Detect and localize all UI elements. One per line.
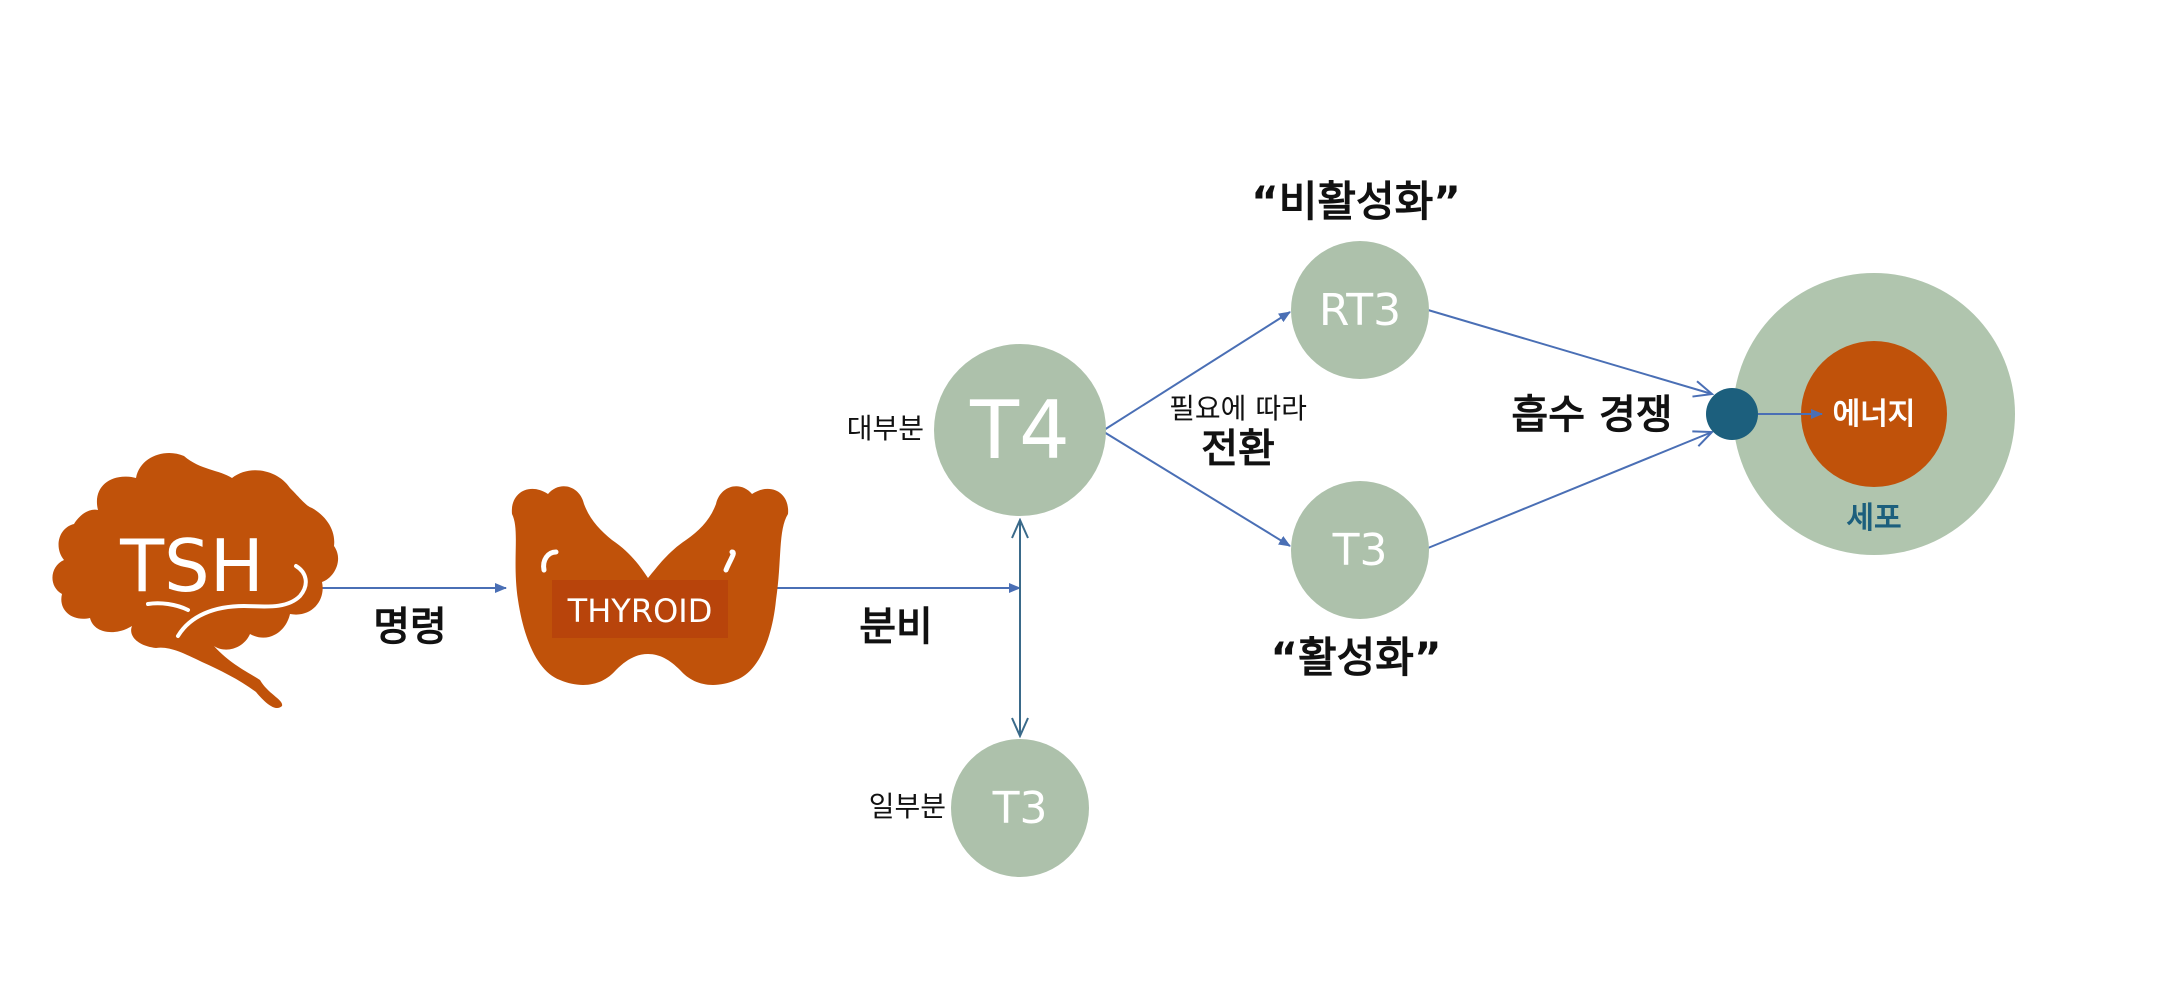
t3-minor-circle: [951, 739, 1089, 877]
arrow-t3-to-receptor: [1427, 432, 1712, 549]
label-minority: 일부분: [869, 790, 946, 823]
node-t4: T4: [934, 344, 1106, 516]
receptor-dot: [1706, 388, 1758, 440]
brain-fold-line-2: [146, 601, 190, 612]
label-convert-small: 필요에 따라: [1169, 392, 1307, 425]
t4-circle: [934, 344, 1106, 516]
cell-label: 세포: [1846, 501, 1901, 536]
brain-label: TSH: [119, 524, 264, 608]
label-competition: 흡수 경쟁: [1511, 392, 1672, 438]
thyroid-highlight-left: [541, 549, 559, 573]
thyroid-label-box: [552, 580, 728, 638]
rt3-circle: [1291, 241, 1429, 379]
label-inactivated: “비활성화”: [1251, 177, 1461, 226]
t3-active-label: T3: [1332, 525, 1388, 576]
t3-active-circle: [1291, 481, 1429, 619]
arrow-t4-to-rt3: [1103, 311, 1291, 431]
label-convert-big: 전환: [1201, 426, 1275, 472]
cell: 에너지 세포: [1706, 273, 2015, 555]
label-command: 명령: [373, 604, 447, 650]
arrow-t4-to-t3: [1103, 431, 1291, 547]
brain-shape: TSH: [52, 452, 339, 709]
thyroid-shape: THYROID: [511, 486, 789, 685]
node-rt3: RT3: [1291, 241, 1429, 379]
connectors: [322, 309, 1712, 736]
brain-icon: [52, 452, 339, 709]
annotations: 명령 분비 대부분 일부분 필요에 따라 전환 “비활성화” “활성화” 흡수 …: [373, 177, 1672, 823]
rt3-label: RT3: [1319, 285, 1401, 336]
brain-fold-line: [176, 564, 308, 638]
node-t3-minor: T3: [951, 739, 1089, 877]
energy-label: 에너지: [1833, 397, 1916, 432]
thyroid-label: THYROID: [567, 592, 713, 630]
thyroid-highlight-right: [723, 549, 736, 573]
label-majority: 대부분: [847, 412, 924, 445]
t4-label: T4: [969, 384, 1070, 477]
t3-minor-label: T3: [992, 783, 1048, 834]
node-t3-active: T3: [1291, 481, 1429, 619]
label-secrete: 분비: [859, 604, 933, 650]
arrow-rt3-to-receptor: [1427, 309, 1712, 394]
energy-circle: [1801, 341, 1947, 487]
label-activated: “활성화”: [1270, 633, 1441, 682]
